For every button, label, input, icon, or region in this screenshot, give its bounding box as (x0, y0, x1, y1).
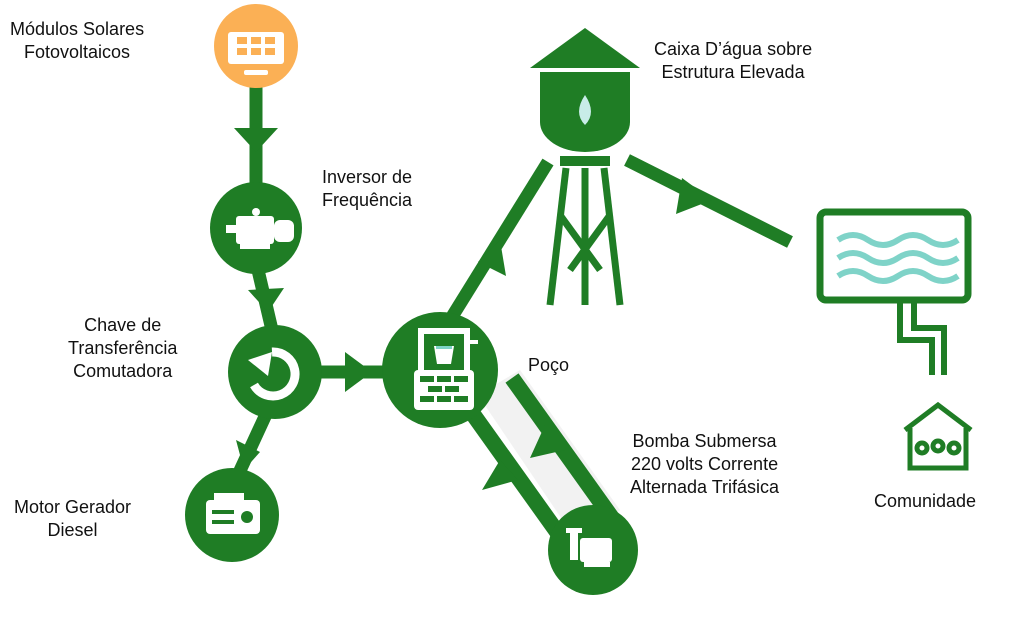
community-icon (903, 401, 973, 471)
arrow-icon (676, 178, 712, 214)
rotate-arrow-icon (250, 347, 300, 401)
water-tower (530, 28, 640, 306)
pipe-down (463, 405, 577, 555)
inverter-node (210, 182, 302, 274)
well-icon (414, 328, 478, 410)
arrow-icon (248, 288, 284, 312)
generator-node (185, 468, 279, 562)
arrow-icon (345, 352, 372, 392)
arrowhead-icon (248, 352, 272, 376)
water-drop-icon (579, 95, 591, 125)
well-label: Poço (528, 355, 570, 375)
well-node (382, 312, 498, 428)
arrow-icon (478, 240, 506, 276)
community-display (816, 208, 972, 375)
solar-panel-icon (228, 32, 284, 75)
pump-icon (566, 528, 612, 567)
arrow-icon (234, 128, 278, 152)
generator-icon (206, 493, 260, 534)
arrow-icon (530, 425, 565, 458)
water-waves-icon (836, 232, 960, 284)
generator-switch-line (232, 407, 274, 478)
pump-node (548, 505, 638, 595)
solar-panel-node (214, 4, 298, 88)
arrow-icon (236, 440, 260, 470)
electric-motor-icon (226, 208, 294, 249)
arrows (234, 128, 712, 490)
arrow-icon (482, 460, 518, 490)
pipe-fill (478, 370, 620, 540)
transfer-switch-node (228, 325, 322, 419)
community-label: Comunidade (874, 491, 977, 511)
